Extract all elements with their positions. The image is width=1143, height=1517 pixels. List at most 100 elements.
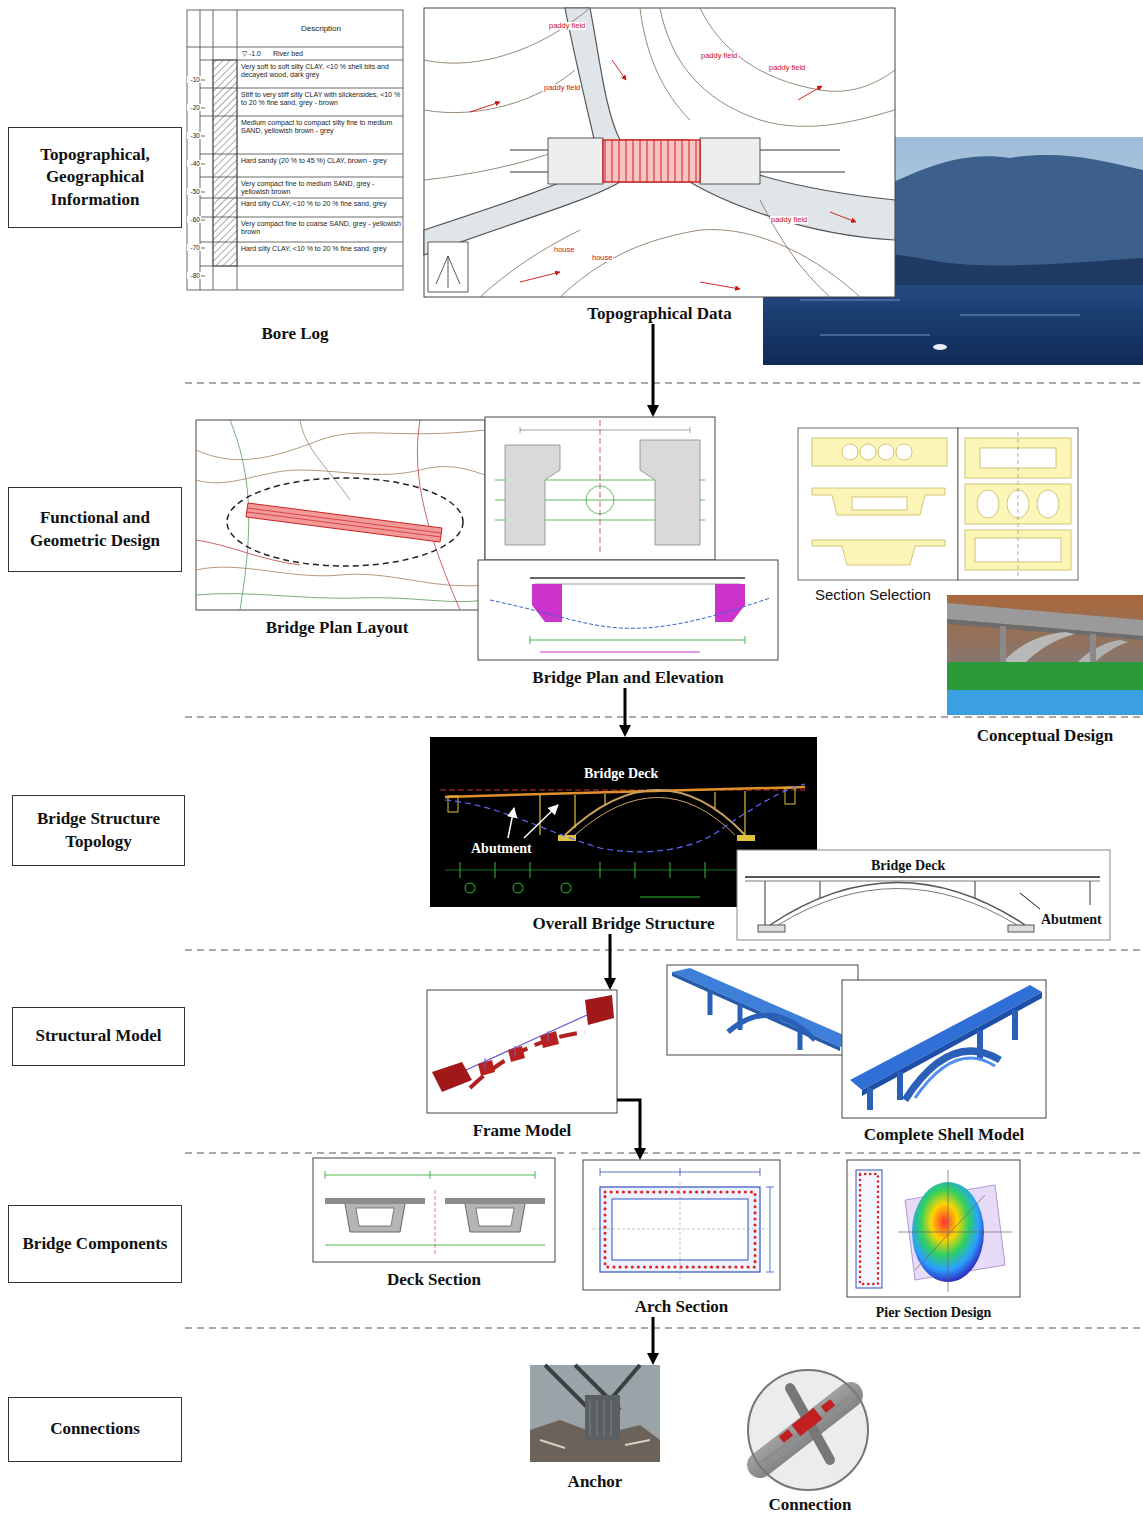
figure-caption: Overall Bridge Structure — [533, 914, 715, 934]
flow-arrow — [652, 324, 655, 405]
figure-panel: Topographical Data — [424, 8, 895, 324]
shell-model-render — [672, 968, 855, 1047]
shell-model-render — [862, 992, 1042, 1096]
topographic-map — [480, 230, 580, 297]
figure-panel: Anchor — [530, 1365, 660, 1492]
overall-structure-cad — [465, 883, 475, 893]
elevation-sketch — [1020, 893, 1040, 909]
map-note: paddy field — [548, 22, 586, 30]
section-options — [860, 444, 876, 460]
map-note: house — [591, 254, 613, 262]
figure-caption: Complete Shell Model — [864, 1125, 1025, 1145]
stage-title: Topographical, Geographical Information — [17, 144, 173, 210]
map-note: paddy field — [700, 52, 738, 60]
overall-structure-cad — [640, 897, 700, 898]
elevation-sketch — [737, 850, 1110, 940]
figure-panel: Bridge Plan Layout — [196, 420, 478, 638]
elevation-sketch — [770, 883, 1025, 926]
frame-model-render — [485, 1031, 548, 1070]
conceptual-render — [947, 662, 1143, 690]
frame-model-render — [478, 1060, 495, 1076]
depth-mark: -10 — [187, 76, 201, 83]
connection-detail — [779, 1429, 793, 1443]
stage-title: Bridge Components — [17, 1233, 173, 1255]
section-divider — [185, 382, 1143, 383]
topographic-map — [424, 8, 895, 297]
conceptual-render — [947, 595, 1143, 715]
plan-layout-drawing — [196, 420, 485, 610]
plan-layout-drawing — [196, 594, 485, 602]
connection-detail — [748, 1370, 868, 1490]
figure-caption: Section Selection — [815, 585, 931, 605]
figure-caption: Deck Section — [387, 1270, 481, 1290]
figure-caption: Bore Log — [261, 324, 328, 344]
pier-section-drawing — [860, 1174, 878, 1284]
topographic-map — [798, 86, 822, 100]
section-options — [1037, 490, 1059, 518]
map-note: paddy field — [543, 84, 581, 92]
elevation-sketch — [778, 889, 1017, 926]
plan-layout-drawing — [417, 420, 460, 610]
arch-section-drawing — [592, 1182, 768, 1280]
figure-panel: Complete Shell Model — [842, 965, 1046, 1145]
topographic-map — [424, 8, 895, 297]
section-options — [958, 428, 1078, 580]
soil-description: Very compact fine to coarse SAND, grey -… — [240, 220, 402, 236]
section-options — [852, 497, 907, 510]
map-note: paddy field — [770, 216, 808, 224]
overall-structure-cad — [513, 883, 523, 893]
conceptual-render — [1000, 626, 1006, 666]
section-options — [812, 540, 945, 565]
deck-section-drawing — [435, 1190, 436, 1255]
deck-section-drawing — [465, 1204, 525, 1232]
figure-caption: Anchor — [568, 1472, 623, 1492]
figure-caption: Connection — [768, 1495, 851, 1515]
deck-section-drawing — [325, 1198, 425, 1204]
bridge-plan-drawing — [520, 427, 690, 433]
figure-panel: Pier Section Design — [847, 1160, 1020, 1323]
figure-panel: Deck Section — [313, 1158, 555, 1290]
stage-box: Functional and Geometric Design — [8, 487, 182, 572]
part-name: Abutment — [470, 841, 533, 857]
stage-title: Connections — [17, 1418, 173, 1440]
conceptual-render — [947, 690, 1143, 715]
bore-log-figure — [187, 47, 403, 266]
depth-mark: -50 — [187, 188, 201, 195]
deck-section-drawing — [313, 1158, 555, 1262]
overall-structure-cad — [508, 808, 514, 838]
stage-box: Topographical, Geographical Information — [8, 127, 182, 228]
soil-description: Hard silty CLAY, <10 % to 20 % fine sand… — [240, 245, 402, 253]
deck-section-drawing — [325, 1171, 535, 1179]
anchor-photo — [585, 1395, 620, 1440]
arch-section-drawing — [583, 1160, 780, 1290]
figure-caption: Conceptual Design — [977, 726, 1113, 746]
overall-structure-cad — [558, 835, 576, 841]
section-options — [842, 444, 858, 460]
deck-section-drawing — [476, 1208, 514, 1226]
topographic-map — [428, 242, 468, 292]
bridge-elevation-drawing — [530, 577, 745, 579]
figure-caption: Frame Model — [473, 1121, 572, 1141]
figure-caption: Bridge Plan and Elevation — [532, 668, 723, 688]
figure-panel: Connection — [745, 1368, 875, 1515]
topographic-map — [424, 8, 590, 63]
stage-box: Bridge Structure Topology — [12, 795, 185, 866]
figure-panel: Frame Model — [427, 990, 617, 1141]
shell-model-render — [915, 1058, 995, 1098]
topographic-map — [470, 60, 856, 289]
overall-structure-cad — [540, 791, 745, 835]
plan-layout-drawing — [227, 478, 463, 566]
soil-description: Hard sandy (20 % to 45 %) CLAY, brown - … — [240, 157, 402, 165]
flow-arrow — [609, 934, 612, 978]
shell-model-render — [667, 965, 858, 1055]
overall-structure-cad — [508, 805, 558, 838]
pier-section-drawing — [856, 1170, 882, 1288]
anchor-photo — [530, 1365, 660, 1462]
figure-caption: Topographical Data — [587, 304, 731, 324]
topographic-map — [603, 140, 700, 182]
bridge-plan-drawing — [485, 417, 715, 560]
shell-model-render — [667, 965, 1046, 1118]
flow-arrow — [624, 688, 627, 725]
